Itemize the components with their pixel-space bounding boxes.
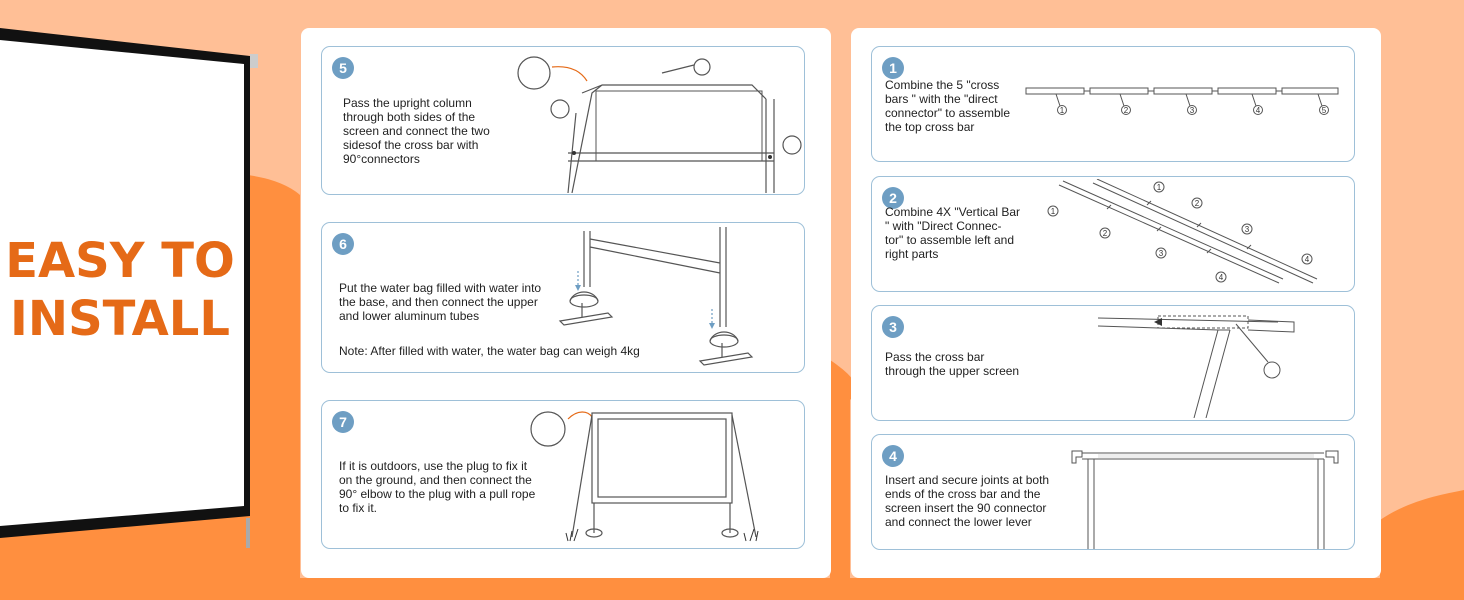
step-2-panel: 2 Combine 4X "Vertical Bar " with "Direc… — [871, 176, 1355, 292]
step-7-panel: 7 If it is outdoors, use the plug to fix… — [321, 400, 805, 549]
cross-bars-diagram: 1 2 3 4 5 — [1025, 87, 1339, 115]
corner-connector-illustration — [1071, 450, 1339, 549]
part-label: 1 — [1060, 106, 1065, 115]
headline-line2: INSTALL — [10, 291, 230, 347]
part-label: 5 — [1322, 106, 1327, 115]
step-7-text: If it is outdoors, use the plug to fix i… — [339, 459, 536, 515]
step-6-panel: 6 Put the water bag filled with water in… — [321, 222, 805, 373]
step-6-note: Note: After filled with water, the water… — [339, 344, 640, 358]
part-label: 2 — [1103, 229, 1108, 238]
step-number-badge: 2 — [882, 187, 904, 209]
part-label: 4 — [1256, 106, 1261, 115]
step-2-text: Combine 4X "Vertical Bar " with "Direct … — [885, 205, 1020, 261]
step-4-panel: 4 Insert and secure joints at both ends … — [871, 434, 1355, 550]
water-base-illustration — [558, 227, 754, 366]
part-label: 1 — [1157, 183, 1162, 192]
headline-line1: EASY TO — [5, 233, 235, 289]
step-number-badge: 5 — [332, 57, 354, 79]
step-6-text: Put the water bag filled with water into… — [339, 281, 542, 323]
step-number-badge: 7 — [332, 411, 354, 433]
part-label: 4 — [1219, 273, 1224, 282]
step-1-text: Combine the 5 "cross bars " with the "di… — [885, 78, 1010, 134]
left-instructions-card: 5 Pass the upright column through both s… — [301, 28, 831, 578]
step-5-text: Pass the upright column through both sid… — [343, 96, 490, 166]
part-label: 1 — [1051, 207, 1056, 216]
step-3-text: Pass the cross bar through the upper scr… — [885, 350, 1020, 378]
upright-frame-illustration — [517, 56, 802, 193]
part-label: 4 — [1305, 255, 1310, 264]
part-label: 2 — [1195, 199, 1200, 208]
part-label: 3 — [1190, 106, 1195, 115]
step-4-text: Insert and secure joints at both ends of… — [885, 473, 1050, 529]
step-5-panel: 5 Pass the upright column through both s… — [321, 46, 805, 195]
outdoor-stake-illustration — [530, 411, 759, 542]
step-number-badge: 4 — [882, 445, 904, 467]
step-number-badge: 3 — [882, 316, 904, 338]
headline: EASY TO INSTALL — [0, 232, 240, 348]
step-1-panel: 1 Combine the 5 "cross bars " with the "… — [871, 46, 1355, 162]
part-label: 3 — [1159, 249, 1164, 258]
part-label: 2 — [1124, 106, 1129, 115]
step-number-badge: 1 — [882, 57, 904, 79]
vertical-bars-diagram: 1 1 2 2 3 3 4 4 — [1047, 179, 1318, 284]
right-instructions-card: 1 Combine the 5 "cross bars " with the "… — [851, 28, 1381, 578]
step-3-panel: 3 Pass the cross bar through the upper s… — [871, 305, 1355, 421]
step-number-badge: 6 — [332, 233, 354, 255]
projector-screen-illustration — [0, 28, 258, 548]
part-label: 3 — [1245, 225, 1250, 234]
cross-bar-insert-illustration — [1098, 315, 1295, 418]
